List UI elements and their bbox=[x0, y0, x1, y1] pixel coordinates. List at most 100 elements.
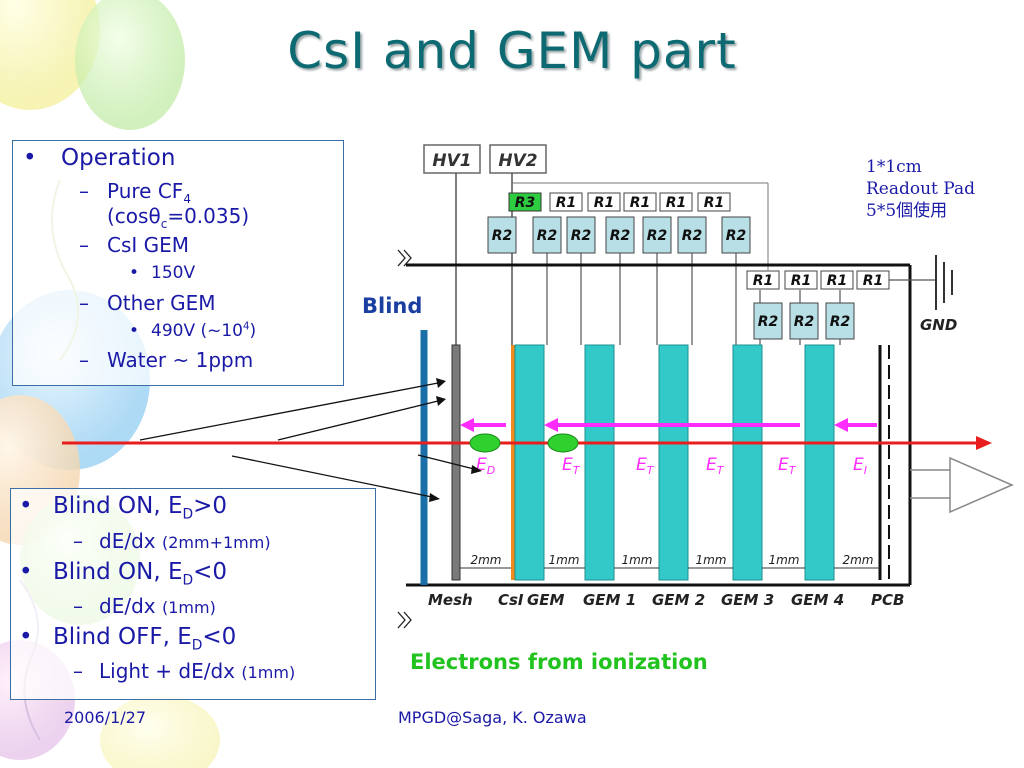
svg-text:R1: R1 bbox=[594, 195, 615, 211]
blind-label: Blind bbox=[362, 294, 423, 318]
svg-text:1mm: 1mm bbox=[695, 553, 726, 567]
lower-r1-chain: R1 R1 R1 R1 bbox=[746, 270, 890, 290]
bullet: • bbox=[19, 493, 33, 519]
blind-off-neg: Blind OFF, ED<0 bbox=[53, 624, 237, 654]
svg-text:1mm: 1mm bbox=[621, 553, 652, 567]
svg-text:R3: R3 bbox=[515, 195, 536, 211]
lower-r2-row bbox=[753, 302, 855, 340]
svg-text:R2: R2 bbox=[726, 228, 747, 244]
operation-heading: Operation bbox=[61, 145, 176, 171]
svg-text:R2: R2 bbox=[647, 228, 668, 244]
ionization-electron bbox=[469, 433, 501, 453]
r3-resistor bbox=[508, 192, 542, 212]
dash: – bbox=[79, 233, 89, 257]
gas-line: Pure CF4 bbox=[107, 179, 191, 206]
dash: – bbox=[79, 348, 89, 372]
svg-text:R1: R1 bbox=[704, 195, 725, 211]
svg-text:R2: R2 bbox=[537, 228, 558, 244]
blind-off-neg-detail: Light + dE/dx (1mm) bbox=[99, 659, 296, 683]
hv2-box bbox=[489, 144, 547, 174]
svg-text:1mm: 1mm bbox=[548, 553, 579, 567]
ground-icon bbox=[935, 255, 953, 310]
svg-text:R1: R1 bbox=[666, 195, 687, 211]
svg-text:R2: R2 bbox=[830, 314, 851, 330]
csi-voltage: 150V bbox=[151, 263, 196, 283]
svg-text:2mm: 2mm bbox=[470, 553, 501, 567]
pcb-label: PCB bbox=[871, 591, 904, 609]
svg-text:R1: R1 bbox=[791, 273, 812, 289]
bullet: • bbox=[129, 263, 140, 283]
beam-arrowhead bbox=[976, 436, 992, 450]
water-line: Water ~ 1ppm bbox=[107, 348, 254, 372]
gem1-label: GEM 1 bbox=[583, 591, 636, 609]
csi-label: CsI bbox=[498, 591, 524, 609]
ionization-electron bbox=[547, 433, 579, 453]
readout-note-line1: 1*1cm bbox=[866, 157, 922, 177]
upper-r2-row bbox=[487, 216, 751, 254]
readout-note-line2: Readout Pad bbox=[866, 179, 975, 199]
hv1-label: HV1 bbox=[432, 151, 471, 171]
other-voltage: 490V (~104) bbox=[151, 321, 257, 341]
svg-text:R1: R1 bbox=[863, 273, 884, 289]
svg-text:R1: R1 bbox=[753, 273, 774, 289]
bullet: • bbox=[129, 321, 140, 341]
blind-on-pos: Blind ON, ED>0 bbox=[53, 493, 228, 523]
blind-conditions-box: • Blind ON, ED>0 – dE/dx (2mm+1mm) • Bli… bbox=[10, 488, 376, 700]
svg-text:R2: R2 bbox=[794, 314, 815, 330]
dash: – bbox=[79, 179, 89, 203]
bullet: • bbox=[19, 624, 33, 650]
break-mark-bottom bbox=[397, 611, 412, 629]
blind-on-pos-detail: dE/dx (2mm+1mm) bbox=[99, 529, 271, 553]
footer-credit: MPGD@Saga, K. Ozawa bbox=[398, 708, 587, 727]
mesh-plane bbox=[451, 344, 461, 581]
csi-gem-line: CsI GEM bbox=[107, 233, 190, 257]
gnd-label: GND bbox=[920, 316, 957, 334]
svg-text:1mm: 1mm bbox=[768, 553, 799, 567]
field-label-et: ET bbox=[778, 455, 797, 477]
svg-text:R1: R1 bbox=[827, 273, 848, 289]
field-label-ei: EI bbox=[853, 455, 867, 477]
dash: – bbox=[73, 594, 83, 618]
blind-on-neg-detail: dE/dx (1mm) bbox=[99, 594, 216, 618]
blind-on-neg: Blind ON, ED<0 bbox=[53, 559, 228, 589]
svg-text:R1: R1 bbox=[630, 195, 651, 211]
csi-gem-label: GEM bbox=[527, 591, 565, 609]
slide-title: CsI and GEM part bbox=[287, 22, 737, 80]
svg-text:R2: R2 bbox=[758, 314, 779, 330]
hv1-box bbox=[423, 144, 481, 174]
csi-layer bbox=[511, 345, 515, 580]
amplifier-icon bbox=[910, 456, 1014, 514]
readout-note: 1*1cm Readout Pad 5*5個使用 bbox=[866, 156, 975, 222]
electrons-label: Electrons from ionization bbox=[410, 650, 708, 674]
field-label-et: ET bbox=[706, 455, 725, 477]
bullet: • bbox=[23, 145, 37, 171]
hv2-label: HV2 bbox=[498, 151, 537, 171]
field-label-et: ET bbox=[636, 455, 655, 477]
footer-date: 2006/1/27 bbox=[64, 708, 147, 727]
pointer-arrows bbox=[139, 378, 482, 502]
readout-note-line3: 5*5個使用 bbox=[866, 201, 948, 221]
drift-field-arrows bbox=[460, 418, 877, 432]
cos-line: (cosθc=0.035) bbox=[107, 204, 250, 231]
gem-foils bbox=[514, 344, 835, 581]
operation-box: • Operation – Pure CF4 (cosθc=0.035) – C… bbox=[12, 140, 344, 386]
svg-text:R2: R2 bbox=[610, 228, 631, 244]
svg-text:R2: R2 bbox=[571, 228, 592, 244]
upper-r1-chain: R1 R1 R1 R1 R1 bbox=[549, 192, 731, 212]
dash: – bbox=[79, 291, 89, 315]
bullet: • bbox=[19, 559, 33, 585]
field-label-ed: ED bbox=[476, 455, 495, 477]
dash: – bbox=[73, 659, 83, 683]
field-label-et: ET bbox=[562, 455, 581, 477]
gem2-label: GEM 2 bbox=[652, 591, 705, 609]
gem4-label: GEM 4 bbox=[791, 591, 844, 609]
dash: – bbox=[73, 529, 83, 553]
other-gem-line: Other GEM bbox=[107, 291, 216, 315]
svg-text:2mm: 2mm bbox=[842, 553, 873, 567]
break-mark-top bbox=[397, 249, 412, 267]
svg-text:R2: R2 bbox=[492, 228, 513, 244]
mesh-label: Mesh bbox=[428, 591, 473, 609]
gem3-label: GEM 3 bbox=[721, 591, 774, 609]
svg-text:R2: R2 bbox=[682, 228, 703, 244]
